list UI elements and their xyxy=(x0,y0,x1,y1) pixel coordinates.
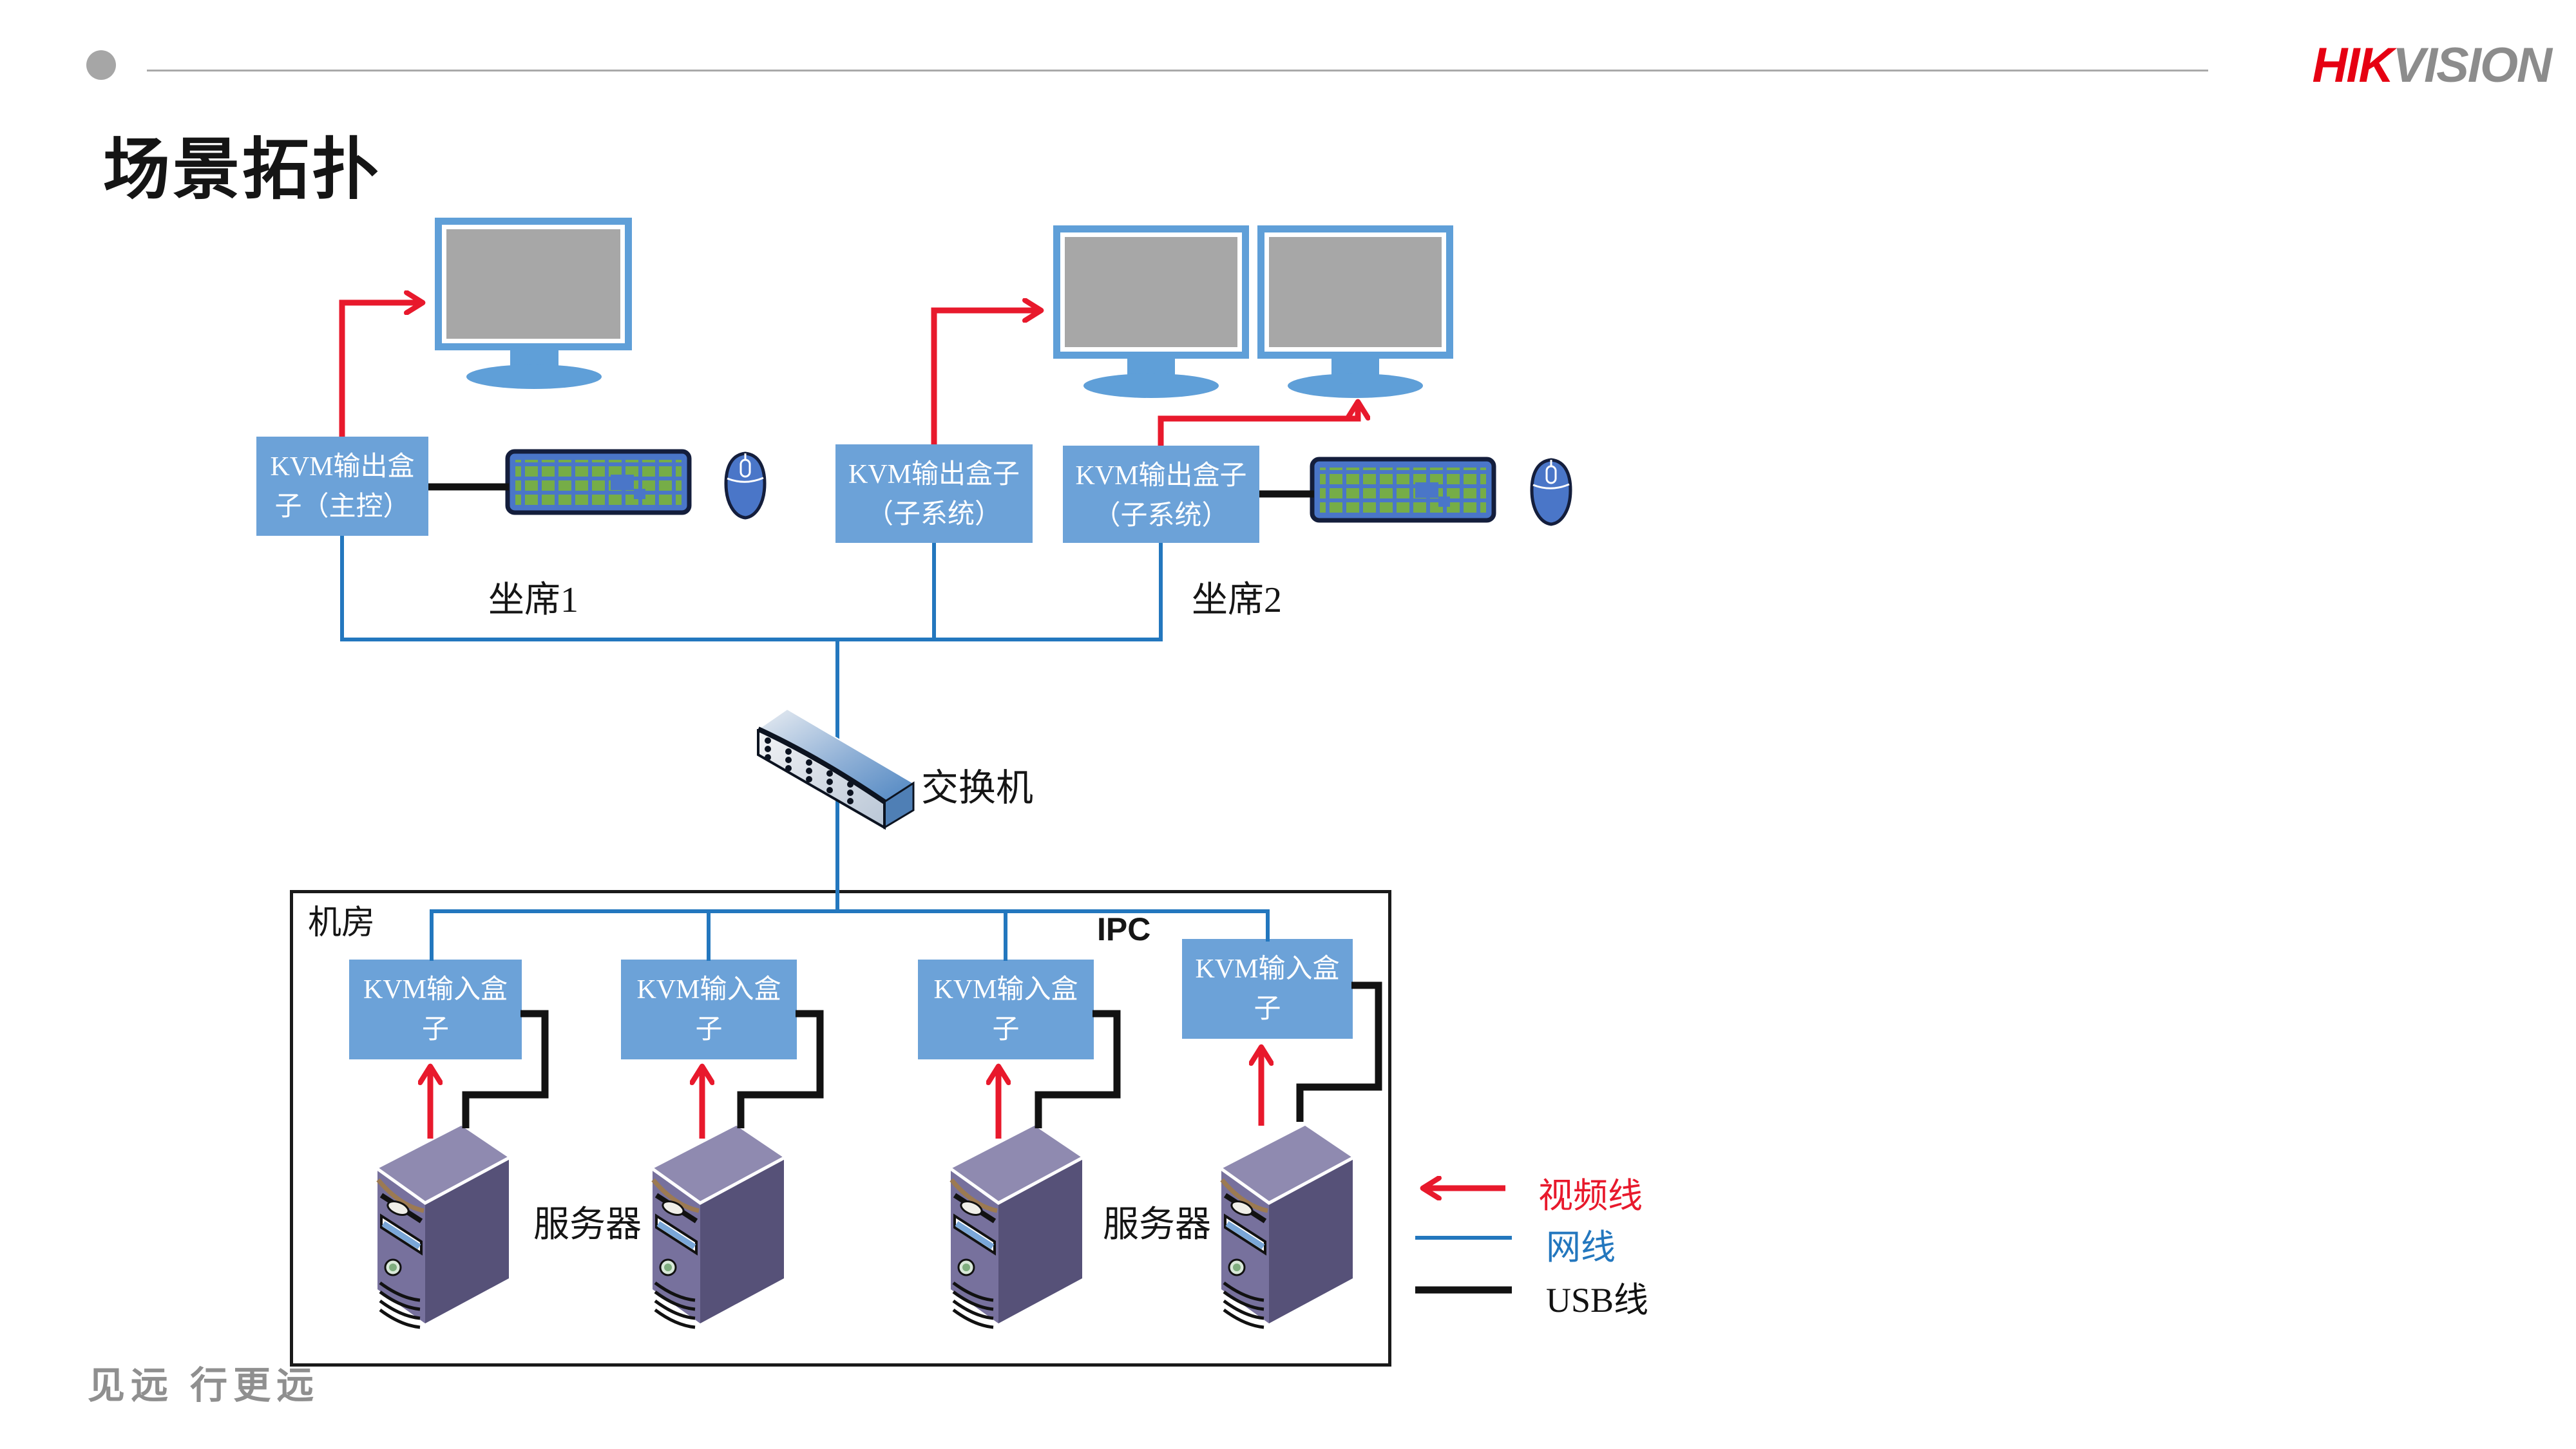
kvm-output-box-main: KVM输出盒子（主控） xyxy=(256,437,428,536)
logo-vision: VISION xyxy=(2392,38,2552,93)
legend-network-label: 网线 xyxy=(1546,1228,1616,1267)
legend-video-label: 视频线 xyxy=(1538,1177,1643,1215)
seat2-label: 坐席2 xyxy=(1192,580,1282,620)
kvm-box-label: KVM输出盒子（主控） xyxy=(270,452,415,522)
kvm-box-label: KVM输入盒子 xyxy=(933,975,1078,1045)
kvm-box-label: KVM输入盒子 xyxy=(1195,954,1340,1024)
kvm-box-label: KVM输出盒子（子系统） xyxy=(848,460,1020,529)
page-title: 场景拓扑 xyxy=(103,133,382,207)
ipc-label: IPC xyxy=(1097,911,1151,947)
kvm-input-box-4: KVM输入盒子 xyxy=(1182,939,1353,1039)
monitor-stand-base xyxy=(1288,374,1423,398)
server-label-2: 服务器 xyxy=(1103,1205,1211,1245)
logo-hik: HIK xyxy=(2312,38,2394,93)
switch-label: 交换机 xyxy=(921,767,1034,809)
legend-usb-label: USB线 xyxy=(1546,1281,1649,1320)
kvm-output-box-sub2: KVM输出盒子（子系统） xyxy=(1063,446,1259,543)
bullet-dot-icon xyxy=(86,50,116,80)
monitor-screen xyxy=(1065,237,1237,347)
kvm-input-box-2: KVM输入盒子 xyxy=(621,960,797,1059)
monitor-stand-base xyxy=(1083,374,1219,398)
footer-slogan: 见远 行更远 xyxy=(88,1365,320,1406)
mouse-icon-seat1 xyxy=(726,453,765,518)
monitor-screen xyxy=(446,229,620,339)
seat1-label: 坐席1 xyxy=(488,580,578,620)
kvm-output-box-sub1: KVM输出盒子（子系统） xyxy=(835,444,1033,543)
hikvision-logo: HIKVISION xyxy=(2216,37,2552,95)
kvm-box-label: KVM输入盒子 xyxy=(363,975,508,1045)
monitor-screen xyxy=(1269,237,1442,347)
switch-icon xyxy=(757,708,915,830)
keyboard-icon-seat2 xyxy=(1312,459,1494,520)
mouse-icon-seat2 xyxy=(1532,460,1570,524)
server-label-1: 服务器 xyxy=(533,1205,642,1245)
machine-room-frame xyxy=(290,890,1391,1367)
kvm-input-box-3: KVM输入盒子 xyxy=(918,960,1094,1059)
monitor-seat2-left xyxy=(1053,225,1249,359)
monitor-seat1 xyxy=(435,218,632,350)
kvm-input-box-1: KVM输入盒子 xyxy=(349,960,522,1059)
header-rule xyxy=(147,70,2208,71)
keyboard-icon-seat1 xyxy=(508,451,689,513)
kvm-box-label: KVM输入盒子 xyxy=(636,975,781,1045)
machine-room-label: 机房 xyxy=(308,905,376,942)
monitor-stand-base xyxy=(466,365,602,389)
kvm-box-label: KVM输出盒子（子系统） xyxy=(1075,461,1247,531)
monitor-seat2-right xyxy=(1257,225,1453,359)
